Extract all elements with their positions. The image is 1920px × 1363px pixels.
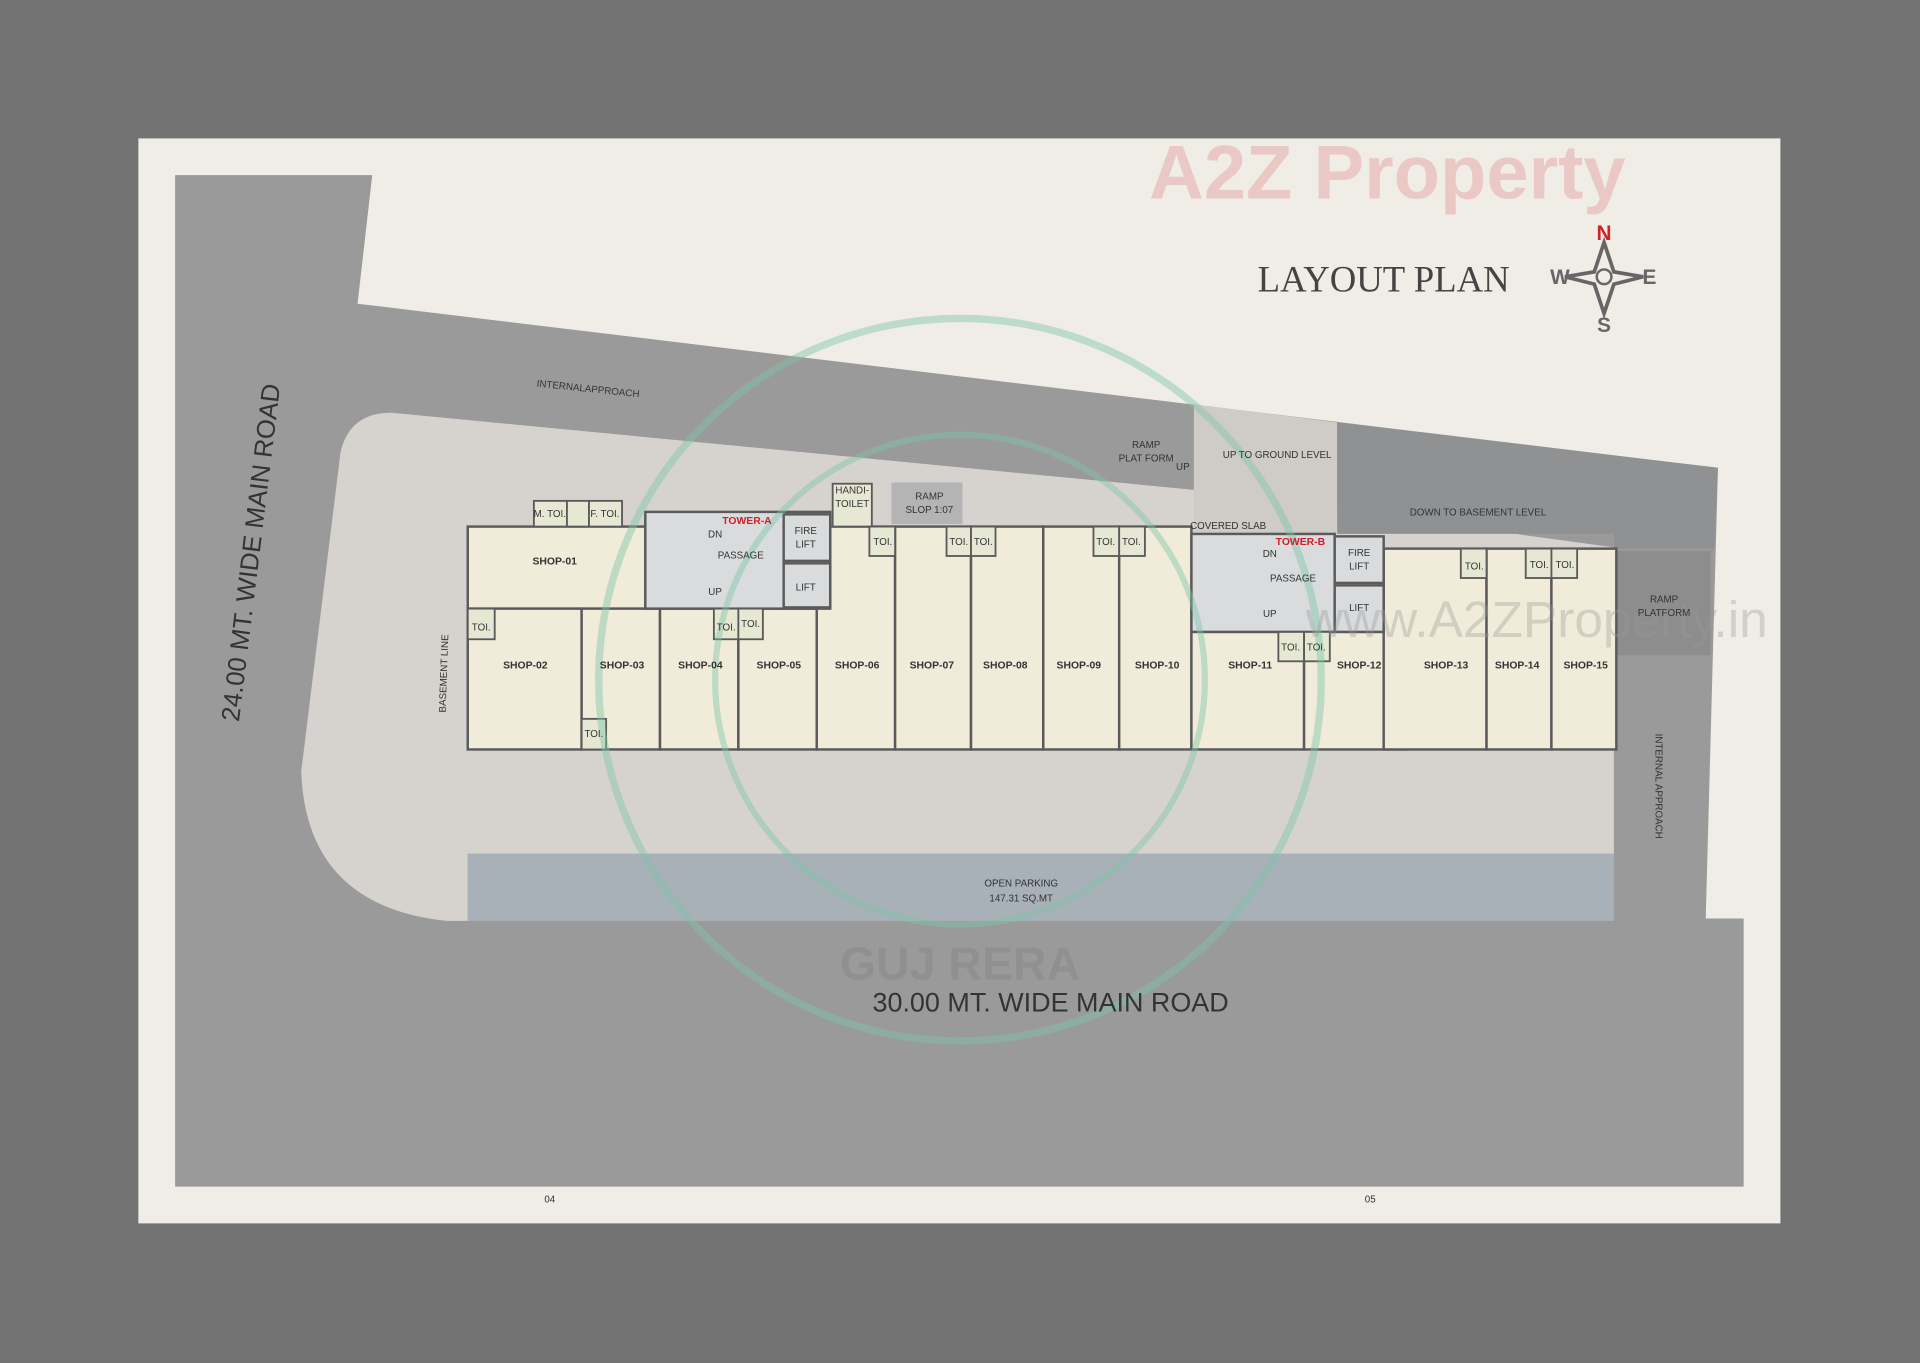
svg-text:SHOP-01: SHOP-01 [532,557,577,568]
svg-text:TOILET: TOILET [835,499,869,510]
shop-09[interactable] [1042,525,1121,751]
svg-text:W: W [1550,266,1570,289]
svg-text:SHOP-05: SHOP-05 [757,661,802,672]
shop-14[interactable] [1485,547,1553,751]
svg-text:PLATFORM: PLATFORM [1638,608,1691,619]
up-to-ground-label: UP TO GROUND LEVEL [1223,450,1332,461]
shop-01[interactable] [466,525,647,610]
down-to-basement-label: DOWN TO BASEMENT LEVEL [1410,508,1547,519]
tower-a-fire-lift [782,513,832,563]
url-watermark: www.A2ZProperty.in [1305,590,1768,648]
shop-10[interactable] [1117,525,1193,751]
svg-text:RAMP: RAMP [1650,595,1679,606]
svg-text:E: E [1642,266,1656,289]
tower-b-core [1190,532,1336,634]
ramp-platform-right [1616,551,1711,656]
svg-text:RAMP: RAMP [915,492,944,503]
svg-text:SHOP-12: SHOP-12 [1337,661,1382,672]
svg-text:COVERED SLAB: COVERED SLAB [1190,521,1267,532]
svg-text:TOI.: TOI. [1530,560,1549,571]
open-parking-label: OPEN PARKING [984,879,1058,890]
basement-line-label: BASEMENT LINE [438,634,452,713]
tower-b-lift [1333,584,1385,634]
ramp-slope [891,482,963,525]
svg-text:DN: DN [1263,549,1277,560]
svg-text:TOI.: TOI. [949,537,968,548]
tower-a-lift [782,562,832,609]
svg-text:LIFT: LIFT [796,582,816,593]
svg-text:TOI.: TOI. [873,537,892,548]
rera-seal [595,314,1325,1045]
svg-text:TOWER-A: TOWER-A [722,516,772,527]
svg-text:PASSAGE: PASSAGE [718,550,764,561]
svg-text:N: N [1597,222,1612,245]
tower-b-fire-lift [1333,535,1385,585]
open-parking-area: 147.31 SQ.MT [989,893,1053,904]
svg-text:SHOP-09: SHOP-09 [1057,661,1102,672]
page-title: LAYOUT PLAN [1258,258,1510,299]
svg-text:M. TOI.: M. TOI. [534,509,566,520]
bottom-road-label: 30.00 MT. WIDE MAIN ROAD [872,988,1228,1018]
svg-text:SHOP-08: SHOP-08 [983,661,1028,672]
shop-07[interactable] [893,525,973,751]
svg-text:SHOP-14: SHOP-14 [1495,661,1540,672]
svg-text:LIFT: LIFT [796,539,816,550]
svg-text:TOWER-B: TOWER-B [1276,537,1326,548]
svg-text:RAMP: RAMP [1132,440,1161,451]
svg-text:UP: UP [1176,462,1190,473]
shop-08[interactable] [969,525,1045,751]
svg-text:SHOP-02: SHOP-02 [503,661,548,672]
internal-approach-right: INTERNAL APPROACH [1653,734,1664,839]
svg-text:TOI.: TOI. [1307,642,1326,653]
page-number-right: 05 [1365,1195,1376,1206]
tower-a-labels: TOWER-A DN PASSAGE UP FIRE LIFT LIFT [708,516,817,598]
svg-text:PLAT FORM: PLAT FORM [1119,454,1174,465]
svg-text:TOI.: TOI. [1281,642,1300,653]
svg-text:SHOP-13: SHOP-13 [1424,661,1469,672]
svg-text:SLOP 1:07: SLOP 1:07 [906,505,954,516]
svg-text:TOI.: TOI. [1096,537,1115,548]
ramp-down-basement [1337,422,1718,549]
open-parking [467,853,1614,921]
svg-text:LIFT: LIFT [1349,561,1369,572]
svg-text:TOI.: TOI. [974,537,993,548]
page-number-left: 04 [544,1195,555,1206]
svg-text:SHOP-03: SHOP-03 [600,661,645,672]
shop-15[interactable] [1550,547,1618,751]
svg-text:TOI.: TOI. [1465,561,1484,572]
svg-text:LIFT: LIFT [1349,603,1369,614]
svg-text:DN: DN [708,530,722,541]
compass-icon: N S E W [1550,222,1656,337]
svg-text:TOI.: TOI. [717,623,736,634]
svg-text:S: S [1597,314,1611,337]
svg-text:SHOP-07: SHOP-07 [910,661,955,672]
shop-labels: SHOP-01 SHOP-02 SHOP-03 SHOP-04 SHOP-05 … [503,557,1608,672]
svg-text:F. TOI.: F. TOI. [590,509,619,520]
svg-text:TOI.: TOI. [1555,560,1574,571]
svg-text:HANDI-: HANDI- [835,486,869,497]
svg-text:PASSAGE: PASSAGE [1270,574,1316,585]
a2z-logo: A2Z Property [1149,130,1626,215]
tower-b-labels: TOWER-B DN PASSAGE UP FIRE LIFT LIFT [1263,537,1371,620]
svg-text:SHOP-15: SHOP-15 [1563,661,1608,672]
svg-text:TOI.: TOI. [584,729,603,740]
svg-text:TOI.: TOI. [1122,537,1141,548]
svg-text:TOI.: TOI. [472,623,491,634]
seal-bottom-text: GUJ RERA [840,938,1080,990]
shop-13[interactable] [1382,547,1488,751]
toilet-labels: TOI.TOI. TOI.TOI. TOI.TOI.TOI. TOI.TOI. … [472,537,1575,740]
svg-text:FIRE: FIRE [1348,548,1371,559]
svg-text:FIRE: FIRE [795,526,818,537]
svg-text:SHOP-10: SHOP-10 [1135,661,1180,672]
svg-text:UP: UP [708,587,722,598]
svg-text:SHOP-11: SHOP-11 [1228,661,1272,672]
svg-text:SHOP-06: SHOP-06 [835,661,880,672]
svg-text:UP: UP [1263,609,1277,620]
shops [466,525,1618,751]
svg-text:TOI.: TOI. [741,619,760,630]
toilets [466,482,1579,751]
svg-text:SHOP-04: SHOP-04 [678,661,723,672]
ramp-up-ground [1193,404,1338,534]
